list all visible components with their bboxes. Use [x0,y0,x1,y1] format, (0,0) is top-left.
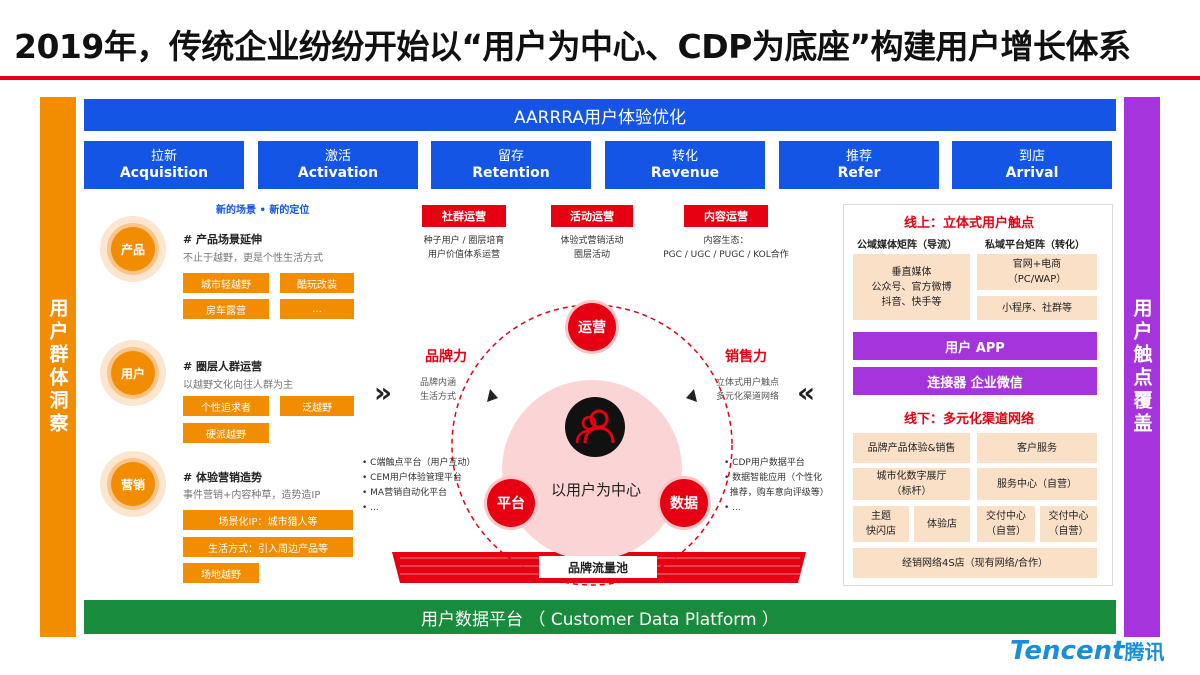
online-title: 线上：立体式用户触点 [904,216,1035,231]
tag-box: 泛越野 [280,396,354,416]
center-disc [502,380,682,560]
platform-node: 平台 [487,479,535,527]
official-site-box: 官网+电商（PC/WAP） [977,254,1097,290]
content-ops-box: 内容运营 [684,205,768,227]
tag-box: 个性追求者 [183,396,269,416]
event-ops-box: 活动运营 [551,205,633,227]
tag-box: 硬派越野 [183,423,269,443]
dealer-network-box: 经销网络4S店（现有网络/合作） [853,548,1097,578]
page-title: 2019年，传统企业纷纷开始以“用户为中心、CDP为底座”构建用户增长体系 [14,27,1131,66]
tag-box: 生活方式：引入周边产品等 [183,537,353,557]
ops-node: 运营 [568,303,616,351]
public-media-label: 公域媒体矩阵（导流） [857,240,957,251]
sales-power-desc: 立体式用户触点多元化渠道网络 [716,378,780,402]
section-desc: 以越野文化向往人群为主 [183,380,293,391]
sales-power-title: 销售力 [725,349,767,365]
section-title: # 产品场景延伸 [183,233,263,246]
brand-power-desc: 品牌内涵生活方式 [420,378,457,402]
chevron-right-icon: » [374,376,393,409]
brand-power-title: 品牌力 [425,349,467,365]
data-node: 数据 [660,479,708,527]
data-list: • CDP用户数据平台 • 数据智能应用（个性化 推荐，购车意向评级等） • .… [724,458,829,513]
private-platform-label: 私域平台矩阵（转化） [985,240,1085,251]
customer-service-box: 客户服务 [977,433,1097,463]
tag-box: 场地越野 [183,563,259,583]
offline-title: 线下：多元化渠道网络 [904,412,1035,427]
product-circle: 产品 [111,227,155,271]
arrow-right [686,389,697,402]
brand-pool-label: 品牌流量池 [539,556,657,578]
service-center-box: 服务中心（自营） [977,468,1097,500]
touchpoint-coverage-bar: 用户触点覆盖 [1124,97,1160,637]
community-ops-desc: 种子用户 / 圈层培育用户价值体系运营 [423,236,505,260]
user-group-icon [565,397,625,457]
user-insight-bar: 用户群体洞察 [40,97,76,637]
section-title: # 体验营销造势 [183,471,263,484]
section-desc: 不止于越野，更是个性生活方式 [183,253,323,264]
connector-box: 连接器 企业微信 [853,367,1097,395]
chevron-left-icon: « [797,376,816,409]
vertical-media-box: 垂直媒体公众号、官方微博抖音、快手等 [853,254,970,320]
marketing-circle: 营销 [111,462,155,506]
tag-box: 酷玩改装 [280,273,354,293]
mini-program-box: 小程序、社群等 [977,296,1097,320]
tag-box: 城市轻越野 [183,273,269,293]
arrow-left [487,389,498,402]
user-app-box: 用户 APP [853,332,1097,360]
title-underline [0,76,1200,80]
cdp-bar: 用户数据平台 （ Customer Data Platform ） [84,600,1116,634]
experience-store-box: 体验店 [914,506,970,542]
digital-showroom-box: 城市化数字展厅（标杆） [853,468,970,500]
section-title: # 圈层人群运营 [183,360,263,373]
tag-box: 房车露营 [183,299,269,319]
user-circle: 用户 [111,351,155,395]
section-desc: 事件营销+内容种草，造势造IP [183,490,321,501]
flash-store-box: 主题快闪店 [853,506,909,542]
platform-list: • C端触点平台（用户互动） • CEM用户体验管理平台 • MA营销自动化平台… [362,458,476,513]
tencent-logo: Tencent腾讯 [1010,636,1165,666]
delivery-center-box: 交付中心（自营） [977,506,1035,542]
brand-store-box: 品牌产品体验&销售 [853,433,970,463]
tag-box: 场景化IP：城市猎人等 [183,510,353,530]
center-label: 以用户为中心 [550,481,641,499]
tag-box: ... [280,299,354,319]
aarrra-bar: AARRRA用户体验优化 [84,99,1116,131]
community-ops-box: 社群运营 [422,205,506,227]
new-scene-label: 新的场景 • 新的定位 [216,205,310,216]
content-ops-desc: 内容生态：PGC / UGC / PUGC / KOL合作 [663,236,789,260]
delivery-center-box: 交付中心（自营） [1040,506,1097,542]
event-ops-desc: 体验式营销活动圈层活动 [560,236,624,260]
